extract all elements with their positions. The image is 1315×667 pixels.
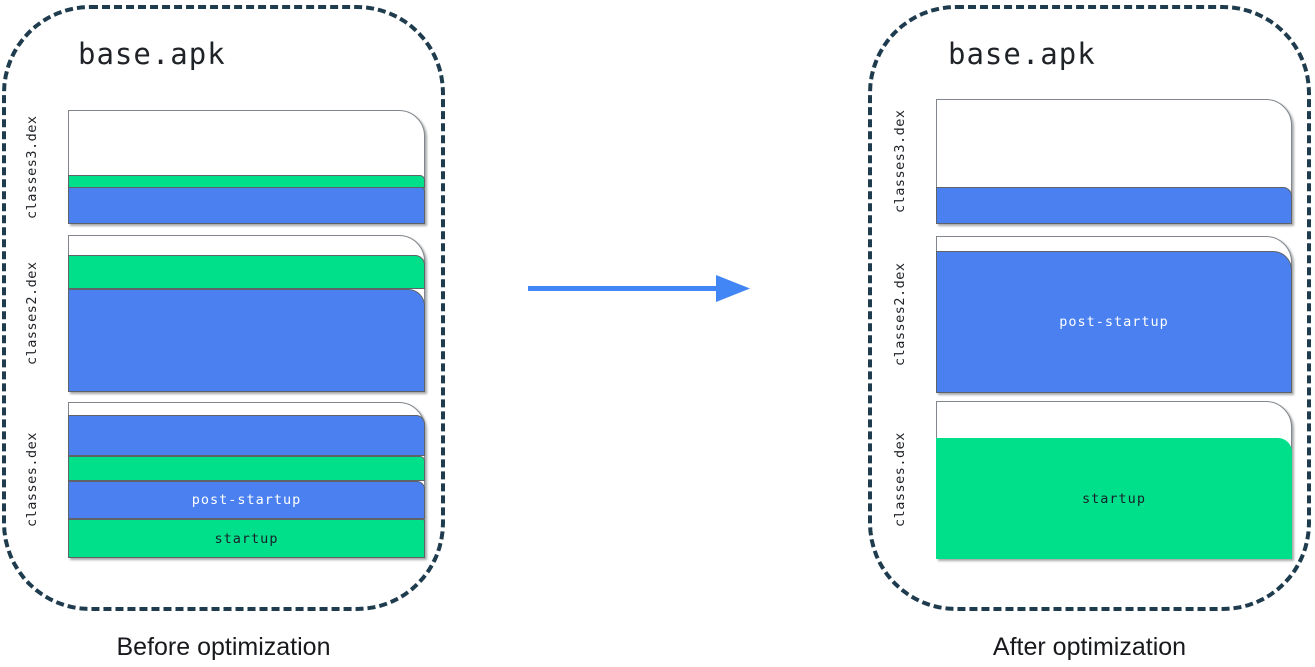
file-label-classes2: classes2.dex	[24, 261, 40, 366]
apk-title: base.apk	[948, 37, 1096, 71]
startup-segment: startup	[936, 438, 1292, 559]
dex-segment-blue	[68, 187, 425, 224]
file-label-classes: classes.dex	[24, 432, 40, 528]
file-page-classes3	[68, 110, 425, 224]
file-label-classes: classes.dex	[892, 432, 908, 528]
apk-title: base.apk	[78, 37, 226, 71]
dex-segment-green	[68, 255, 425, 289]
after-caption: After optimization	[992, 633, 1187, 661]
file-label-classes2: classes2.dex	[892, 262, 908, 367]
post-startup-segment: post-startup	[936, 251, 1292, 393]
file-page-classes2	[68, 235, 425, 392]
file-label-classes3: classes3.dex	[24, 115, 40, 219]
file-label-classes3: classes3.dex	[892, 109, 908, 214]
file-page-classes: startup	[936, 401, 1292, 559]
post-startup-segment: post-startup	[68, 481, 425, 519]
arrow-icon	[528, 275, 750, 302]
dex-segment-green	[68, 456, 425, 481]
file-page-classes3	[936, 99, 1292, 224]
dex-segment-blue	[68, 415, 425, 456]
file-page-classes2: post-startup	[936, 236, 1292, 393]
dex-segment-blue	[936, 187, 1292, 224]
before-apk-container: base.apk classes3.dex classes2.dex class…	[2, 5, 445, 611]
after-apk-container: base.apk classes3.dex classes2.dex post-…	[868, 5, 1311, 611]
dex-segment-blue	[68, 289, 425, 392]
before-caption: Before optimization	[116, 633, 331, 661]
file-page-classes: post-startup startup	[68, 402, 425, 558]
startup-segment: startup	[68, 519, 425, 558]
